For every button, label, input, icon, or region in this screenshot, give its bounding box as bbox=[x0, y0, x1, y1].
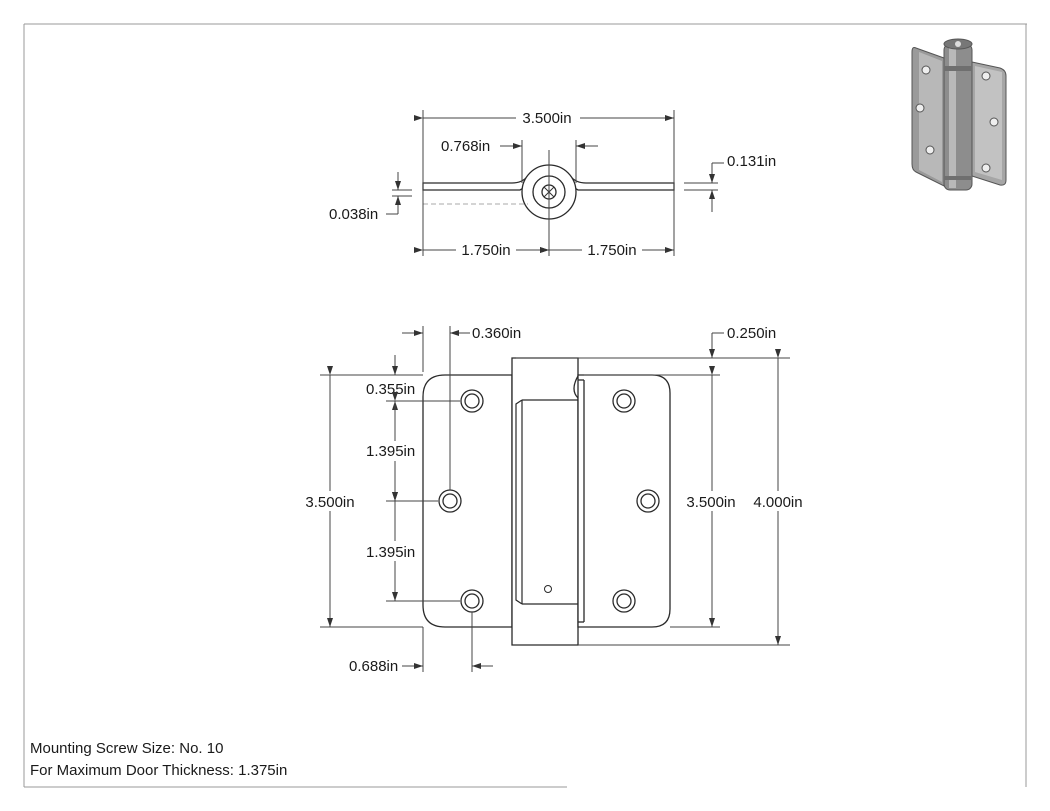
dim-knuckle-offset: 0.250in bbox=[727, 325, 776, 342]
dim-hole-from-edge: 0.688in bbox=[349, 658, 398, 675]
front-view-left-leaf bbox=[422, 374, 513, 628]
dim-left-half: 1.750in bbox=[461, 242, 510, 259]
dim-top-hole-offset: 0.355in bbox=[366, 381, 415, 398]
sheet-border bbox=[23, 23, 1027, 788]
dim-hole-spacing-upper: 1.395in bbox=[366, 443, 415, 460]
front-view-adjust-hole bbox=[544, 585, 552, 593]
dim-knuckle-width: 0.768in bbox=[441, 138, 490, 155]
front-view-right-leaf bbox=[577, 374, 671, 628]
dim-leaf-thickness: 0.131in bbox=[727, 153, 776, 170]
dim-overall-width: 3.500in bbox=[522, 110, 571, 127]
dim-edge-offset: 0.360in bbox=[472, 325, 521, 342]
top-view: 3.500in 0.768in 0.131in 0.038in 1.750in … bbox=[329, 108, 776, 260]
front-view-spring-slot bbox=[515, 399, 523, 605]
dim-hole-spacing-lower: 1.395in bbox=[366, 544, 415, 561]
dim-left-leaf-height: 3.500in bbox=[305, 494, 354, 511]
hinge-isometric-image bbox=[911, 38, 1007, 191]
dim-right-leaf-height: 3.500in bbox=[686, 494, 735, 511]
dim-gap: 0.038in bbox=[329, 206, 378, 223]
dim-overall-height: 4.000in bbox=[753, 494, 802, 511]
door-thickness-note: For Maximum Door Thickness: 1.375in bbox=[30, 762, 288, 779]
screw-holes bbox=[438, 389, 660, 613]
dim-right-half: 1.750in bbox=[587, 242, 636, 259]
front-view: 0.360in 0.250in 0.355in 1.395in 1.395in … bbox=[302, 325, 806, 675]
screw-size-note: Mounting Screw Size: No. 10 bbox=[30, 740, 224, 757]
